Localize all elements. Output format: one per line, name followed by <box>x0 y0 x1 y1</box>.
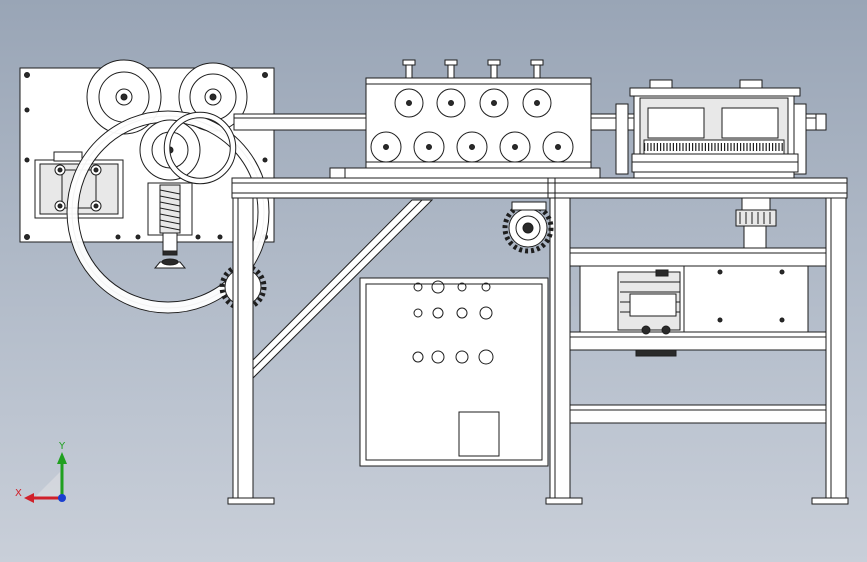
y-axis-label: Y <box>58 441 66 452</box>
machine-frame[interactable] <box>227 177 849 505</box>
gear-teeth <box>643 139 785 155</box>
cutter-gear-unit[interactable] <box>615 79 807 179</box>
adjusting-bolts[interactable] <box>402 59 544 79</box>
wire-ring-upper <box>163 111 237 185</box>
center-drive-sprocket[interactable] <box>502 201 554 254</box>
upper-straightener-rollers[interactable] <box>394 88 552 118</box>
straightener-box[interactable] <box>329 59 601 179</box>
control-buttons-row-3[interactable] <box>412 349 494 365</box>
drive-coupling[interactable] <box>735 197 777 249</box>
z-axis-dot <box>58 494 66 502</box>
drive-motor[interactable] <box>579 265 809 357</box>
x-axis-label: X <box>15 488 22 499</box>
lower-straightener-rollers[interactable] <box>370 131 574 163</box>
access-panel[interactable] <box>458 411 500 457</box>
view-orientation-triad[interactable]: Y X <box>15 441 67 503</box>
adjustment-block[interactable] <box>34 151 124 219</box>
control-buttons-row-2[interactable] <box>413 306 493 320</box>
control-buttons-row-1[interactable] <box>413 280 491 294</box>
adjusting-screw[interactable] <box>147 182 193 269</box>
electrical-control-box[interactable] <box>359 277 549 467</box>
